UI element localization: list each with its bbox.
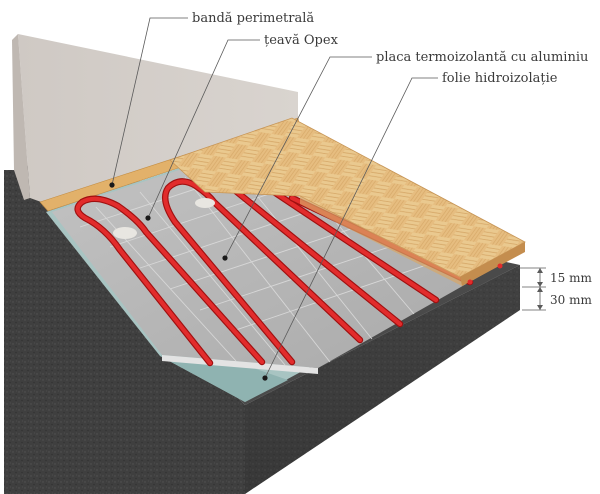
back-wall (18, 34, 298, 203)
leader-opex-pipe (147, 39, 260, 219)
label-perimeter-strip: bandă perimetrală (192, 11, 314, 26)
dimension-upper: 15 mm (550, 271, 592, 285)
concrete-slab-left-face (4, 170, 245, 494)
leader-perimeter-strip (111, 17, 188, 186)
leader-waterproof-foil (264, 77, 438, 379)
leader-dot-opex-pipe (145, 215, 151, 221)
leader-dot-insulation-plate (222, 255, 228, 261)
label-waterproof-foil: folie hidroizolație (442, 71, 558, 86)
label-insulation-plate: placa termoizolantă cu aluminiu (376, 50, 588, 65)
leader-dot-waterproof-foil (262, 375, 268, 381)
label-opex-pipe: țeavă Opex (264, 33, 339, 48)
thickness-dimensions (518, 267, 546, 311)
leader-insulation-plate (224, 56, 372, 259)
leader-lines (111, 17, 438, 379)
leader-dot-perimeter-strip (109, 182, 115, 188)
dimension-lower: 30 mm (550, 293, 592, 307)
